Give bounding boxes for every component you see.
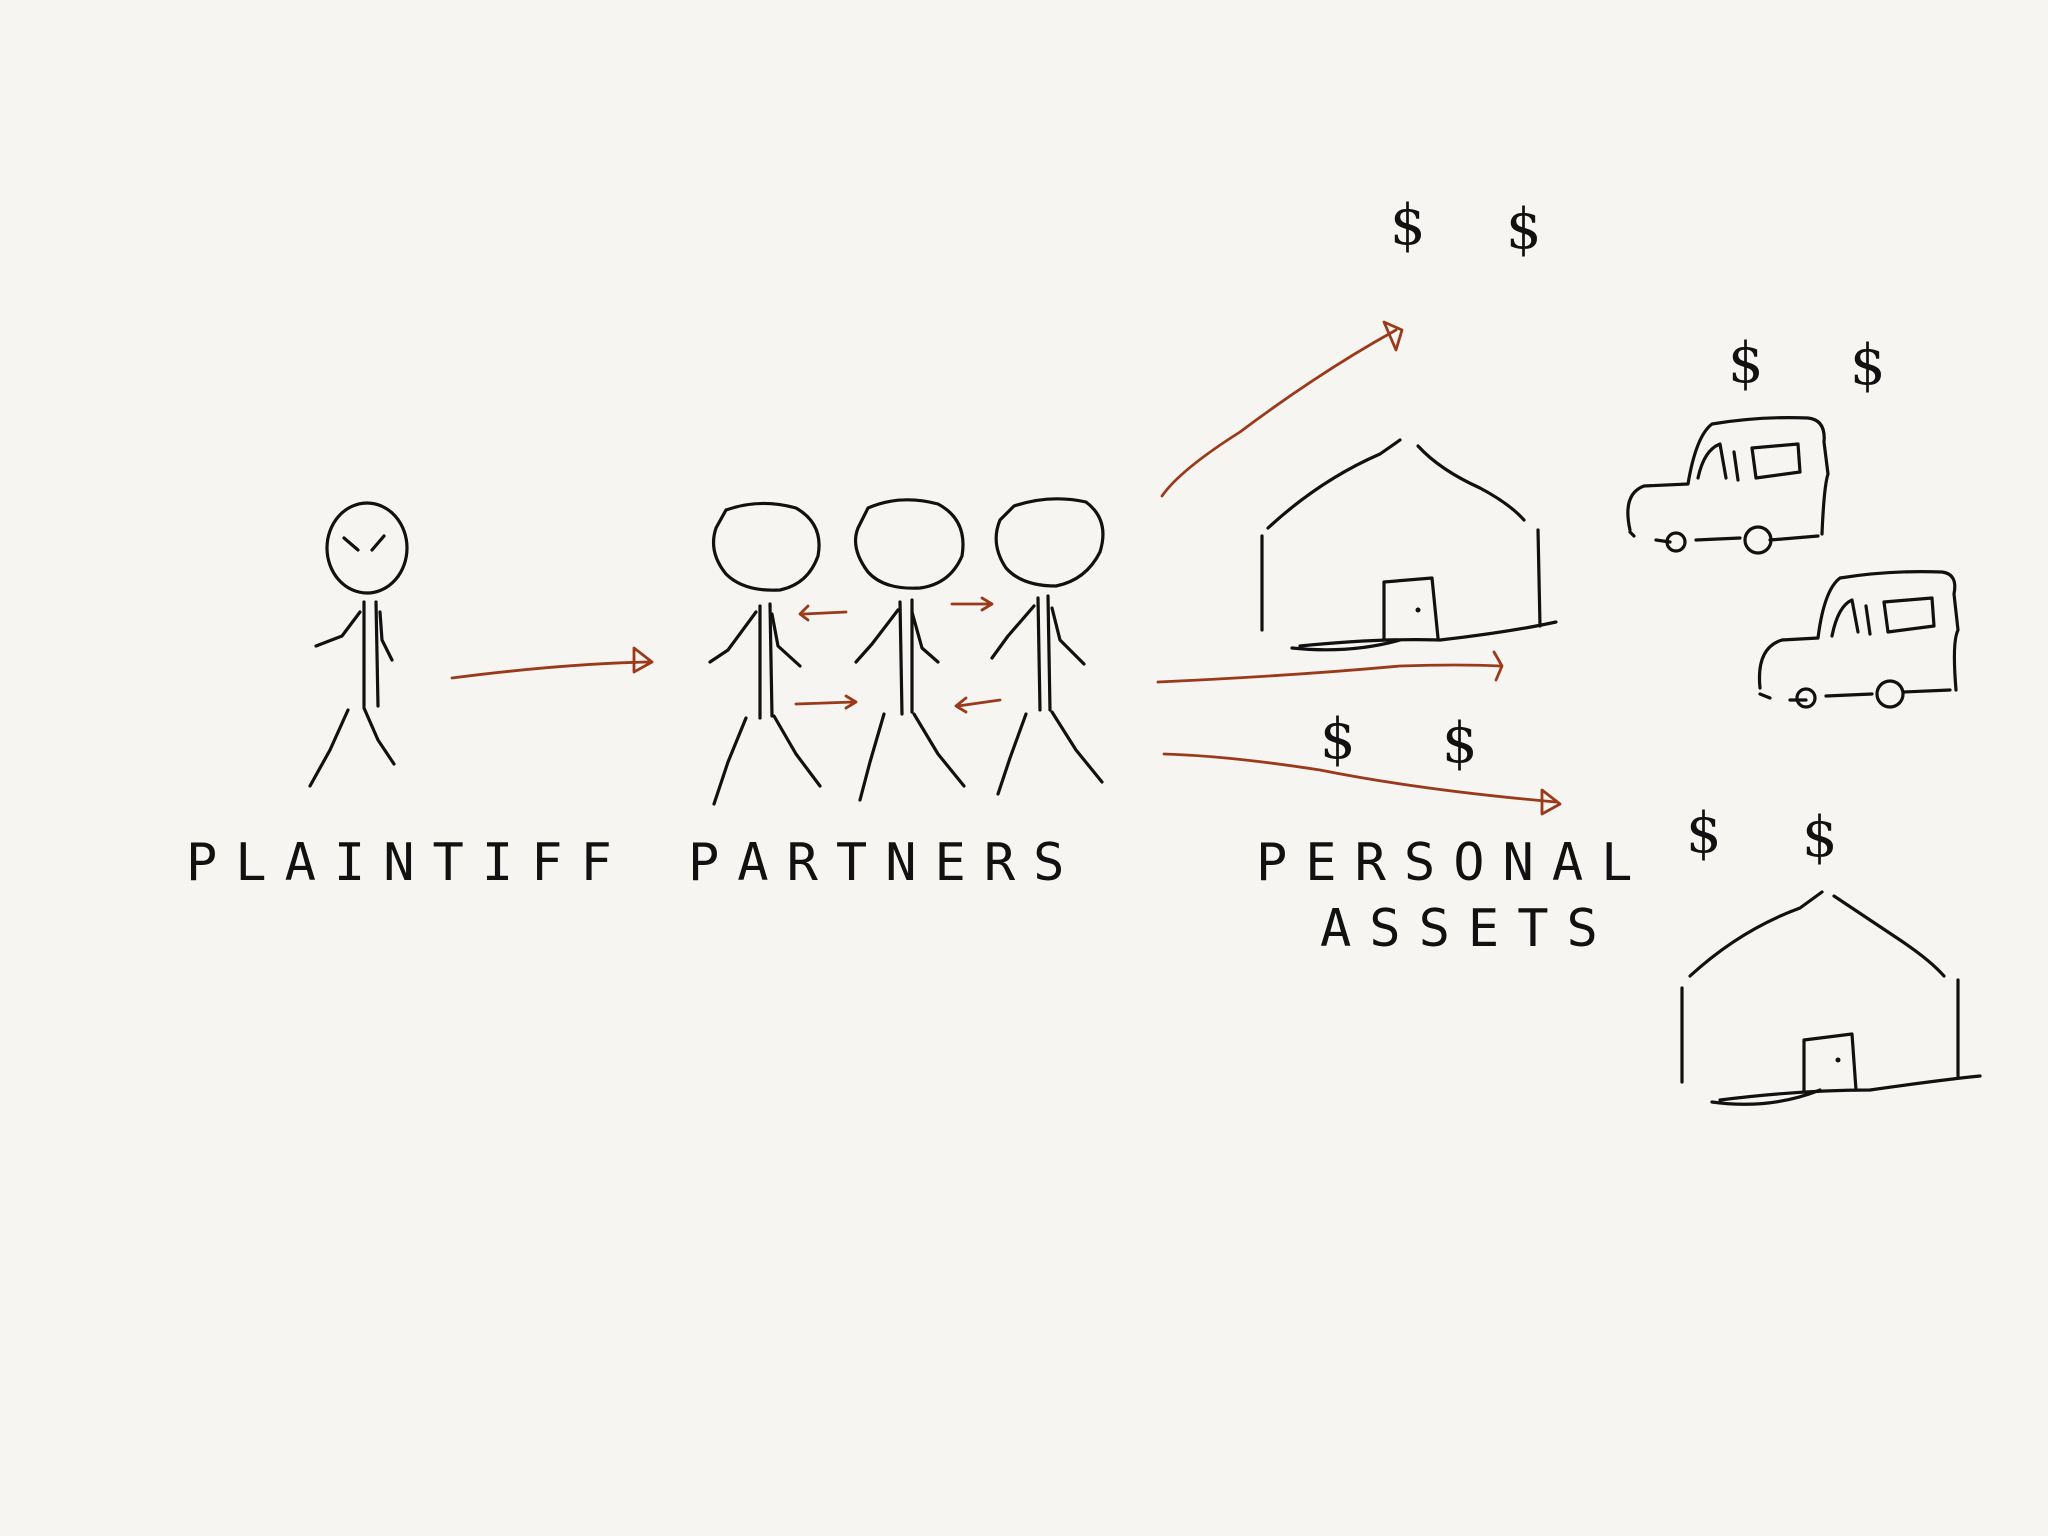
- partner-figure-1: [708, 501, 822, 806]
- plaintiff-body: [362, 600, 380, 708]
- assets-label: ASSETS: [1320, 899, 1616, 959]
- partners-group: [708, 497, 1105, 806]
- arrow-between-partners-4: [954, 696, 1002, 714]
- car-1-icon: [1626, 416, 1830, 555]
- plaintiff-arms: [314, 610, 394, 662]
- partners-label: PARTNERS: [688, 833, 1082, 893]
- dollar-sign-icon: $: [1686, 801, 1722, 866]
- arrow-between-partners-3: [794, 694, 858, 710]
- money-group-top: $ $: [1390, 193, 1542, 262]
- money-group-house-2: $ $: [1686, 801, 1838, 870]
- dollar-sign-icon: $: [1802, 805, 1838, 870]
- dollar-sign-icon: $: [1728, 331, 1764, 396]
- dollar-sign-icon: $: [1506, 197, 1542, 262]
- arrow-between-partners-1: [798, 604, 848, 622]
- dollar-sign-icon: $: [1320, 707, 1356, 772]
- house-1: [1260, 438, 1558, 652]
- partner-figure-3: [990, 497, 1105, 796]
- arrow-between-partners-2: [950, 596, 994, 612]
- arrow-plaintiff-to-partners: [450, 646, 654, 680]
- plaintiff-angry-eyes: [342, 534, 386, 552]
- plaintiff-label: PLAINTIFF: [186, 833, 630, 893]
- dollar-sign-icon: $: [1442, 711, 1478, 776]
- house-2: [1680, 890, 1982, 1106]
- money-group-middle: $ $: [1320, 707, 1478, 776]
- dollar-sign-icon: $: [1850, 333, 1886, 398]
- arrow-partners-to-house: [1156, 650, 1504, 684]
- car-2-icon: [1757, 570, 1960, 709]
- plaintiff-legs: [308, 706, 396, 788]
- arrow-partners-to-money-1: [1160, 320, 1404, 498]
- dollar-sign-icon: $: [1390, 193, 1426, 258]
- arrow-partners-to-money-2: [1162, 752, 1562, 816]
- partner-figure-2: [854, 498, 966, 802]
- money-group-cars: $ $: [1728, 331, 1886, 398]
- personal-label: PERSONAL: [1256, 833, 1650, 893]
- plaintiff-figure: [308, 501, 409, 788]
- plaintiff-head: [325, 501, 409, 595]
